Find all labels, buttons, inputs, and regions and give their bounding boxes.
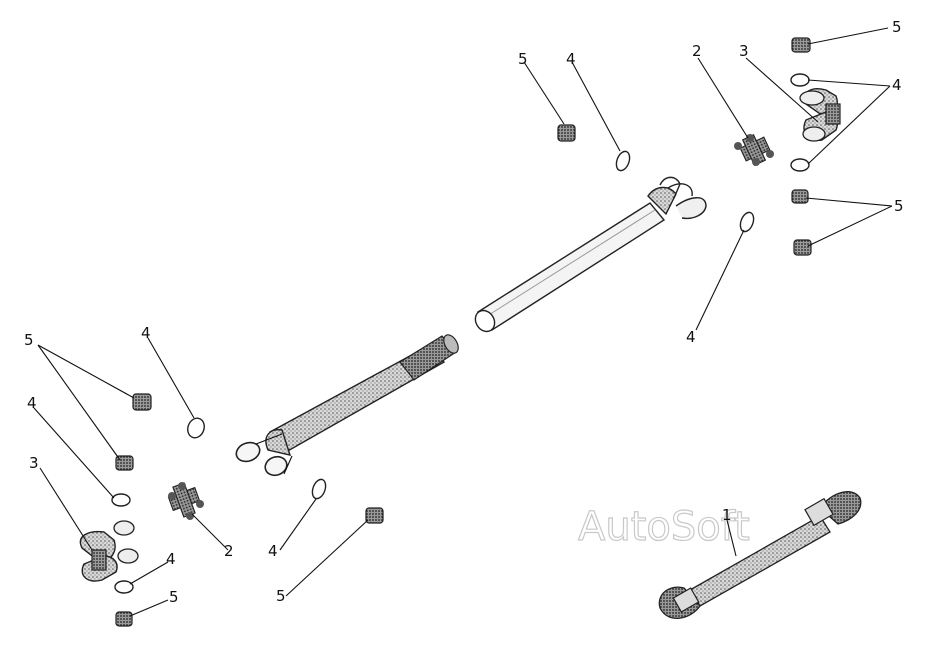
seal-ring-6 xyxy=(111,493,131,507)
seal-ring-2 xyxy=(790,158,810,172)
callout-5-right-mid: 5 xyxy=(894,197,904,215)
callout-5-upper: 5 xyxy=(518,50,528,68)
callout-4-lower-left: 4 xyxy=(166,550,176,568)
callout-5-top-right: 5 xyxy=(892,18,902,36)
assembled-cardan-shaft xyxy=(658,491,862,619)
callout-2-right: 2 xyxy=(692,42,702,60)
bearing-cup-4 xyxy=(557,124,576,142)
left-flange-yoke xyxy=(79,520,139,582)
upper-tube-shaft xyxy=(474,176,707,333)
callout-3-right: 3 xyxy=(739,42,749,60)
callout-5-lower-center: 5 xyxy=(276,587,286,605)
callout-2-left: 2 xyxy=(224,542,234,560)
bearing-cup-1 xyxy=(791,37,811,53)
callout-4-center-right: 4 xyxy=(686,328,696,346)
seal-ring-8 xyxy=(114,580,134,594)
leader-lines xyxy=(33,27,893,617)
seal-ring-1 xyxy=(790,73,810,87)
bearing-cup-3 xyxy=(793,239,812,256)
callout-1-assembly: 1 xyxy=(722,506,732,524)
right-cross-spider xyxy=(734,134,774,166)
seal-ring-4 xyxy=(739,211,755,233)
callout-4-right: 4 xyxy=(892,76,902,94)
callout-5-lower-left: 5 xyxy=(169,588,179,606)
watermark-text: AutoSoft xyxy=(578,504,750,550)
left-cross-spider xyxy=(167,482,204,520)
callout-4-left-upper: 4 xyxy=(141,324,151,342)
callout-4-upper: 4 xyxy=(566,50,576,68)
bearing-cup-2 xyxy=(791,189,809,204)
bearing-cup-8 xyxy=(115,611,133,627)
callout-4-left: 4 xyxy=(27,394,37,412)
lower-splined-shaft xyxy=(235,334,459,477)
right-flange-yoke xyxy=(799,88,841,142)
callout-4-lower-center: 4 xyxy=(268,542,278,560)
seal-ring-7 xyxy=(311,478,327,500)
seal-ring-3 xyxy=(615,150,631,172)
bearing-cup-5 xyxy=(132,393,152,411)
bearing-cup-7 xyxy=(365,507,384,524)
seal-ring-5 xyxy=(187,417,205,439)
callout-3-left: 3 xyxy=(29,454,39,472)
callout-5-left: 5 xyxy=(24,331,34,349)
